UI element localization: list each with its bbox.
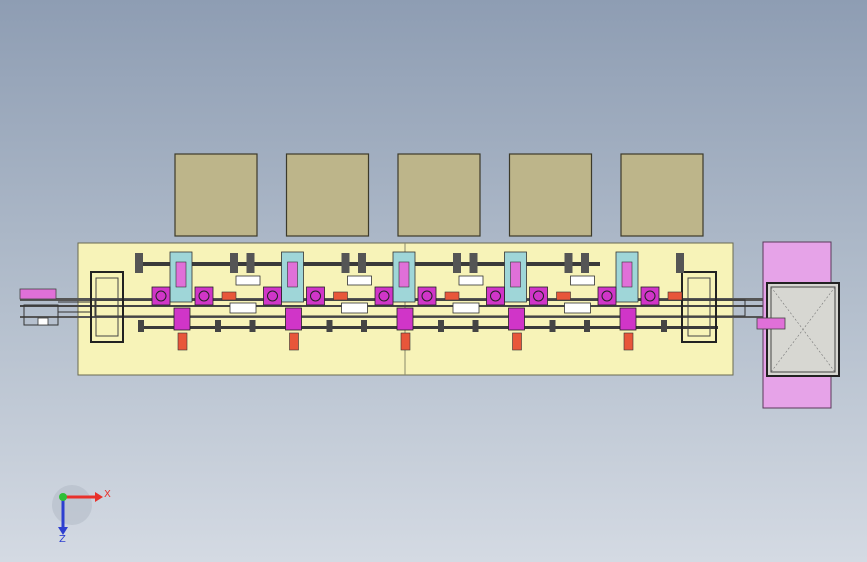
outfeed-frame-right[interactable] bbox=[681, 241, 840, 409]
processing-stations bbox=[135, 251, 684, 351]
station[interactable] bbox=[358, 251, 484, 351]
station[interactable] bbox=[246, 251, 372, 351]
y-axis-dot bbox=[59, 493, 67, 501]
station[interactable] bbox=[581, 251, 684, 351]
coordinate-triad: X Z bbox=[52, 485, 111, 545]
storage-bin[interactable] bbox=[620, 153, 704, 237]
z-axis-label: Z bbox=[59, 534, 66, 545]
storage-bins bbox=[174, 153, 704, 237]
storage-bin[interactable] bbox=[397, 153, 481, 237]
storage-bin[interactable] bbox=[285, 153, 370, 237]
storage-bin[interactable] bbox=[174, 153, 258, 237]
station[interactable] bbox=[469, 251, 595, 351]
x-axis-label: X bbox=[104, 489, 111, 500]
station[interactable] bbox=[135, 251, 261, 351]
storage-bin[interactable] bbox=[508, 153, 593, 237]
infeed-left[interactable] bbox=[19, 271, 124, 343]
